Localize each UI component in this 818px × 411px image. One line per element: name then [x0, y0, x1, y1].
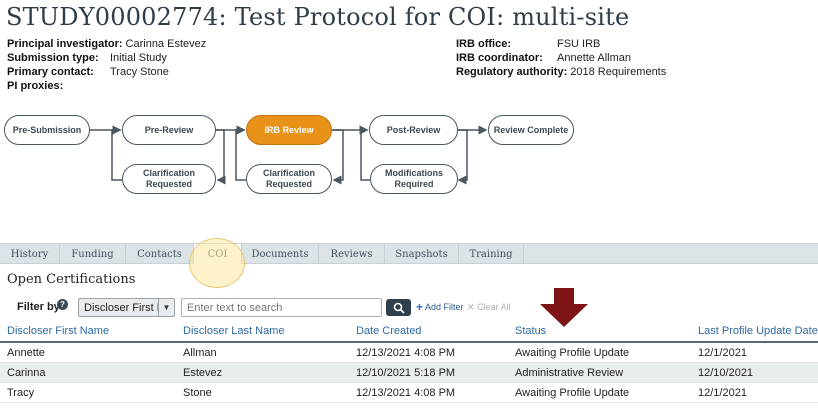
search-input[interactable]: [181, 298, 382, 317]
cell-last-profile-update: 12/1/2021: [698, 346, 747, 359]
cell-status: Administrative Review: [515, 366, 624, 379]
detail-label: IRB office:: [456, 38, 511, 50]
table-header: Discloser First Name Discloser Last Name…: [0, 321, 818, 343]
tab-bar: History Funding Contacts COI Documents R…: [0, 243, 818, 264]
tab-documents[interactable]: Documents: [242, 244, 319, 264]
close-icon: ✕: [467, 302, 475, 312]
detail-value: Tracy Stone: [110, 66, 169, 78]
cell-first-name: Annette: [7, 346, 45, 359]
cell-date-created: 12/13/2021 4:08 PM: [356, 386, 456, 399]
detail-pi-proxies: PI proxies:: [7, 79, 206, 93]
detail-regulatory-authority: Regulatory authority: 2018 Requirements: [456, 65, 666, 79]
detail-value: 2018 Requirements: [570, 66, 667, 78]
tab-contacts[interactable]: Contacts: [126, 244, 194, 264]
cell-last-profile-update: 12/10/2021: [698, 366, 754, 379]
page-title: STUDY00002774: Test Protocol for COI: mu…: [6, 3, 630, 31]
clear-all-label: Clear All: [477, 302, 511, 312]
workflow-state-clarification-requested-pre: Clarification Requested: [122, 164, 216, 194]
tab-training[interactable]: Training: [459, 244, 524, 264]
cell-status: Awaiting Profile Update: [515, 386, 630, 399]
tab-coi[interactable]: COI: [194, 244, 242, 264]
clear-all-button[interactable]: ✕ Clear All: [467, 302, 511, 313]
study-details-left: Principal investigator: Carinna Estevez …: [7, 37, 206, 93]
detail-value: Annette Allman: [557, 52, 631, 64]
detail-irb-office: IRB office: FSU IRB: [456, 37, 666, 51]
search-button[interactable]: [386, 299, 411, 316]
cell-first-name: Carinna: [7, 366, 46, 379]
column-header-date-created[interactable]: Date Created: [356, 325, 422, 337]
filter-field-value: Discloser First N: [84, 301, 158, 314]
filter-field-select[interactable]: Discloser First N ▼: [78, 298, 175, 317]
column-header-status[interactable]: Status: [515, 325, 547, 337]
study-details-right: IRB office: FSU IRB IRB coordinator: Ann…: [456, 37, 666, 79]
workflow-state-review-complete: Review Complete: [488, 115, 574, 145]
workflow-state-clarification-requested-irb: Clarification Requested: [246, 164, 332, 194]
workflow-state-modifications-required: Modifications Required: [370, 164, 458, 194]
add-filter-button[interactable]: + Add Filter: [416, 300, 464, 314]
cell-date-created: 12/13/2021 4:08 PM: [356, 346, 456, 359]
cell-last-name: Estevez: [183, 366, 223, 379]
question-circle-icon[interactable]: ?: [57, 299, 68, 310]
search-icon: [393, 302, 405, 314]
cell-status: Awaiting Profile Update: [515, 346, 630, 359]
workflow-state-pre-submission: Pre-Submission: [4, 115, 90, 145]
tab-history[interactable]: History: [0, 244, 60, 264]
tab-funding[interactable]: Funding: [60, 244, 126, 264]
certifications-table: Discloser First Name Discloser Last Name…: [0, 321, 818, 403]
detail-submission-type: Submission type: Initial Study: [7, 51, 206, 65]
table-row[interactable]: Annette Allman 12/13/2021 4:08 PM Awaiti…: [0, 343, 818, 363]
column-header-first-name[interactable]: Discloser First Name: [7, 325, 110, 337]
detail-principal-investigator: Principal investigator: Carinna Estevez: [7, 37, 206, 51]
cell-first-name: Tracy: [7, 386, 35, 399]
workflow-state-post-review: Post-Review: [369, 115, 458, 145]
detail-label: Regulatory authority:: [456, 66, 568, 78]
detail-value: FSU IRB: [557, 38, 601, 50]
tab-reviews[interactable]: Reviews: [319, 244, 385, 264]
detail-primary-contact: Primary contact: Tracy Stone: [7, 65, 206, 79]
workflow-state-irb-review: IRB Review: [246, 115, 332, 145]
table-row[interactable]: Tracy Stone 12/13/2021 4:08 PM Awaiting …: [0, 383, 818, 403]
detail-label: PI proxies:: [7, 80, 64, 92]
detail-label: Primary contact:: [7, 66, 94, 78]
plus-icon: +: [416, 300, 424, 314]
cell-last-name: Stone: [183, 386, 212, 399]
table-row[interactable]: Carinna Estevez 12/10/2021 5:18 PM Admin…: [0, 363, 818, 383]
detail-irb-coordinator: IRB coordinator: Annette Allman: [456, 51, 666, 65]
tab-snapshots[interactable]: Snapshots: [385, 244, 459, 264]
detail-label: IRB coordinator:: [456, 52, 543, 64]
detail-value: Carinna Estevez: [125, 38, 207, 50]
chevron-down-icon: ▼: [158, 299, 174, 316]
cell-last-profile-update: 12/1/2021: [698, 386, 747, 399]
annotation-arrow-down-icon: [540, 288, 588, 327]
column-header-last-profile-update[interactable]: Last Profile Update Date: [698, 325, 818, 337]
add-filter-label: Add Filter: [425, 302, 464, 312]
cell-last-name: Allman: [183, 346, 217, 359]
detail-label: Submission type:: [7, 52, 99, 64]
detail-value: Initial Study: [110, 52, 167, 64]
workflow-connectors: [90, 125, 488, 185]
column-header-last-name[interactable]: Discloser Last Name: [183, 325, 285, 337]
workflow-diagram: Pre-Submission Pre-Review IRB Review Pos…: [0, 108, 600, 208]
detail-label: Principal investigator:: [7, 38, 123, 50]
filter-label: Filter by: [17, 301, 60, 313]
workflow-state-pre-review: Pre-Review: [122, 115, 216, 145]
cell-date-created: 12/10/2021 5:18 PM: [356, 366, 456, 379]
section-title: Open Certifications: [7, 272, 136, 287]
